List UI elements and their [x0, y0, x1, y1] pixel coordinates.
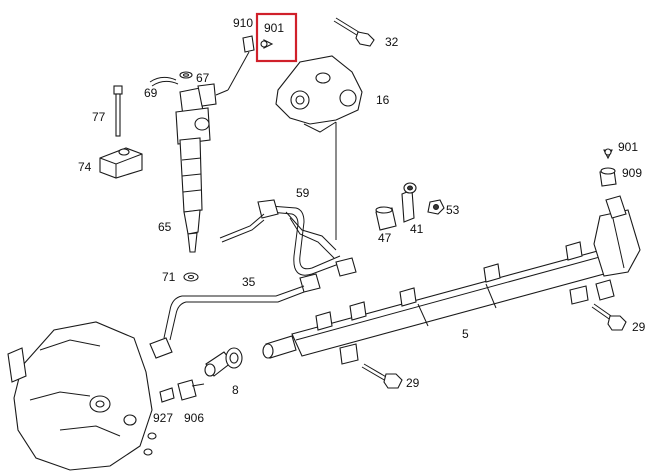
label-8: 8 — [232, 383, 239, 397]
nut-53 — [427, 199, 445, 215]
bolt-29-bottom — [361, 363, 403, 389]
washer-67 — [179, 71, 193, 79]
label-41: 41 — [410, 222, 424, 236]
label-901-top: 901 — [264, 21, 284, 35]
part-901-cap — [260, 39, 274, 49]
pipe-35 — [149, 285, 305, 359]
connector-906 — [177, 379, 205, 401]
label-35: 35 — [242, 275, 256, 289]
label-71: 71 — [162, 270, 176, 284]
cap-901-right — [603, 148, 613, 160]
bolt-32 — [333, 17, 375, 47]
label-906: 906 — [184, 411, 204, 425]
label-67: 67 — [196, 71, 210, 85]
sleeve-47 — [375, 206, 397, 231]
injector-65 — [175, 83, 229, 253]
clamp-block-74 — [99, 147, 143, 179]
label-74: 74 — [78, 160, 92, 174]
clip-41 — [401, 182, 417, 223]
label-65: 65 — [158, 220, 172, 234]
label-59: 59 — [296, 186, 310, 200]
fuel-rail-5 — [262, 195, 641, 365]
label-47: 47 — [378, 231, 392, 245]
connector-927 — [159, 387, 175, 403]
label-901-right: 901 — [618, 140, 638, 154]
clamp-69 — [149, 76, 179, 87]
pipe-59 — [219, 199, 357, 293]
bolt-77 — [113, 85, 123, 137]
label-77: 77 — [92, 110, 106, 124]
bolt-29-right — [591, 303, 627, 331]
label-927: 927 — [153, 411, 173, 425]
washer-71 — [183, 272, 199, 282]
label-53: 53 — [446, 203, 460, 217]
label-910: 910 — [233, 16, 253, 30]
plug-right — [595, 279, 615, 301]
label-16: 16 — [376, 93, 390, 107]
pressure-valve-8 — [204, 347, 243, 377]
label-29-right: 29 — [632, 320, 646, 334]
sensor-909 — [599, 167, 617, 187]
label-32: 32 — [385, 35, 399, 49]
label-69: 69 — [144, 86, 158, 100]
bracket-16 — [275, 55, 363, 240]
high-pressure-pump — [7, 321, 157, 471]
label-29-bottom: 29 — [406, 376, 420, 390]
label-5: 5 — [462, 327, 469, 341]
part-910-clip — [227, 35, 255, 91]
highlight-box — [255, 12, 298, 63]
label-909: 909 — [622, 166, 642, 180]
